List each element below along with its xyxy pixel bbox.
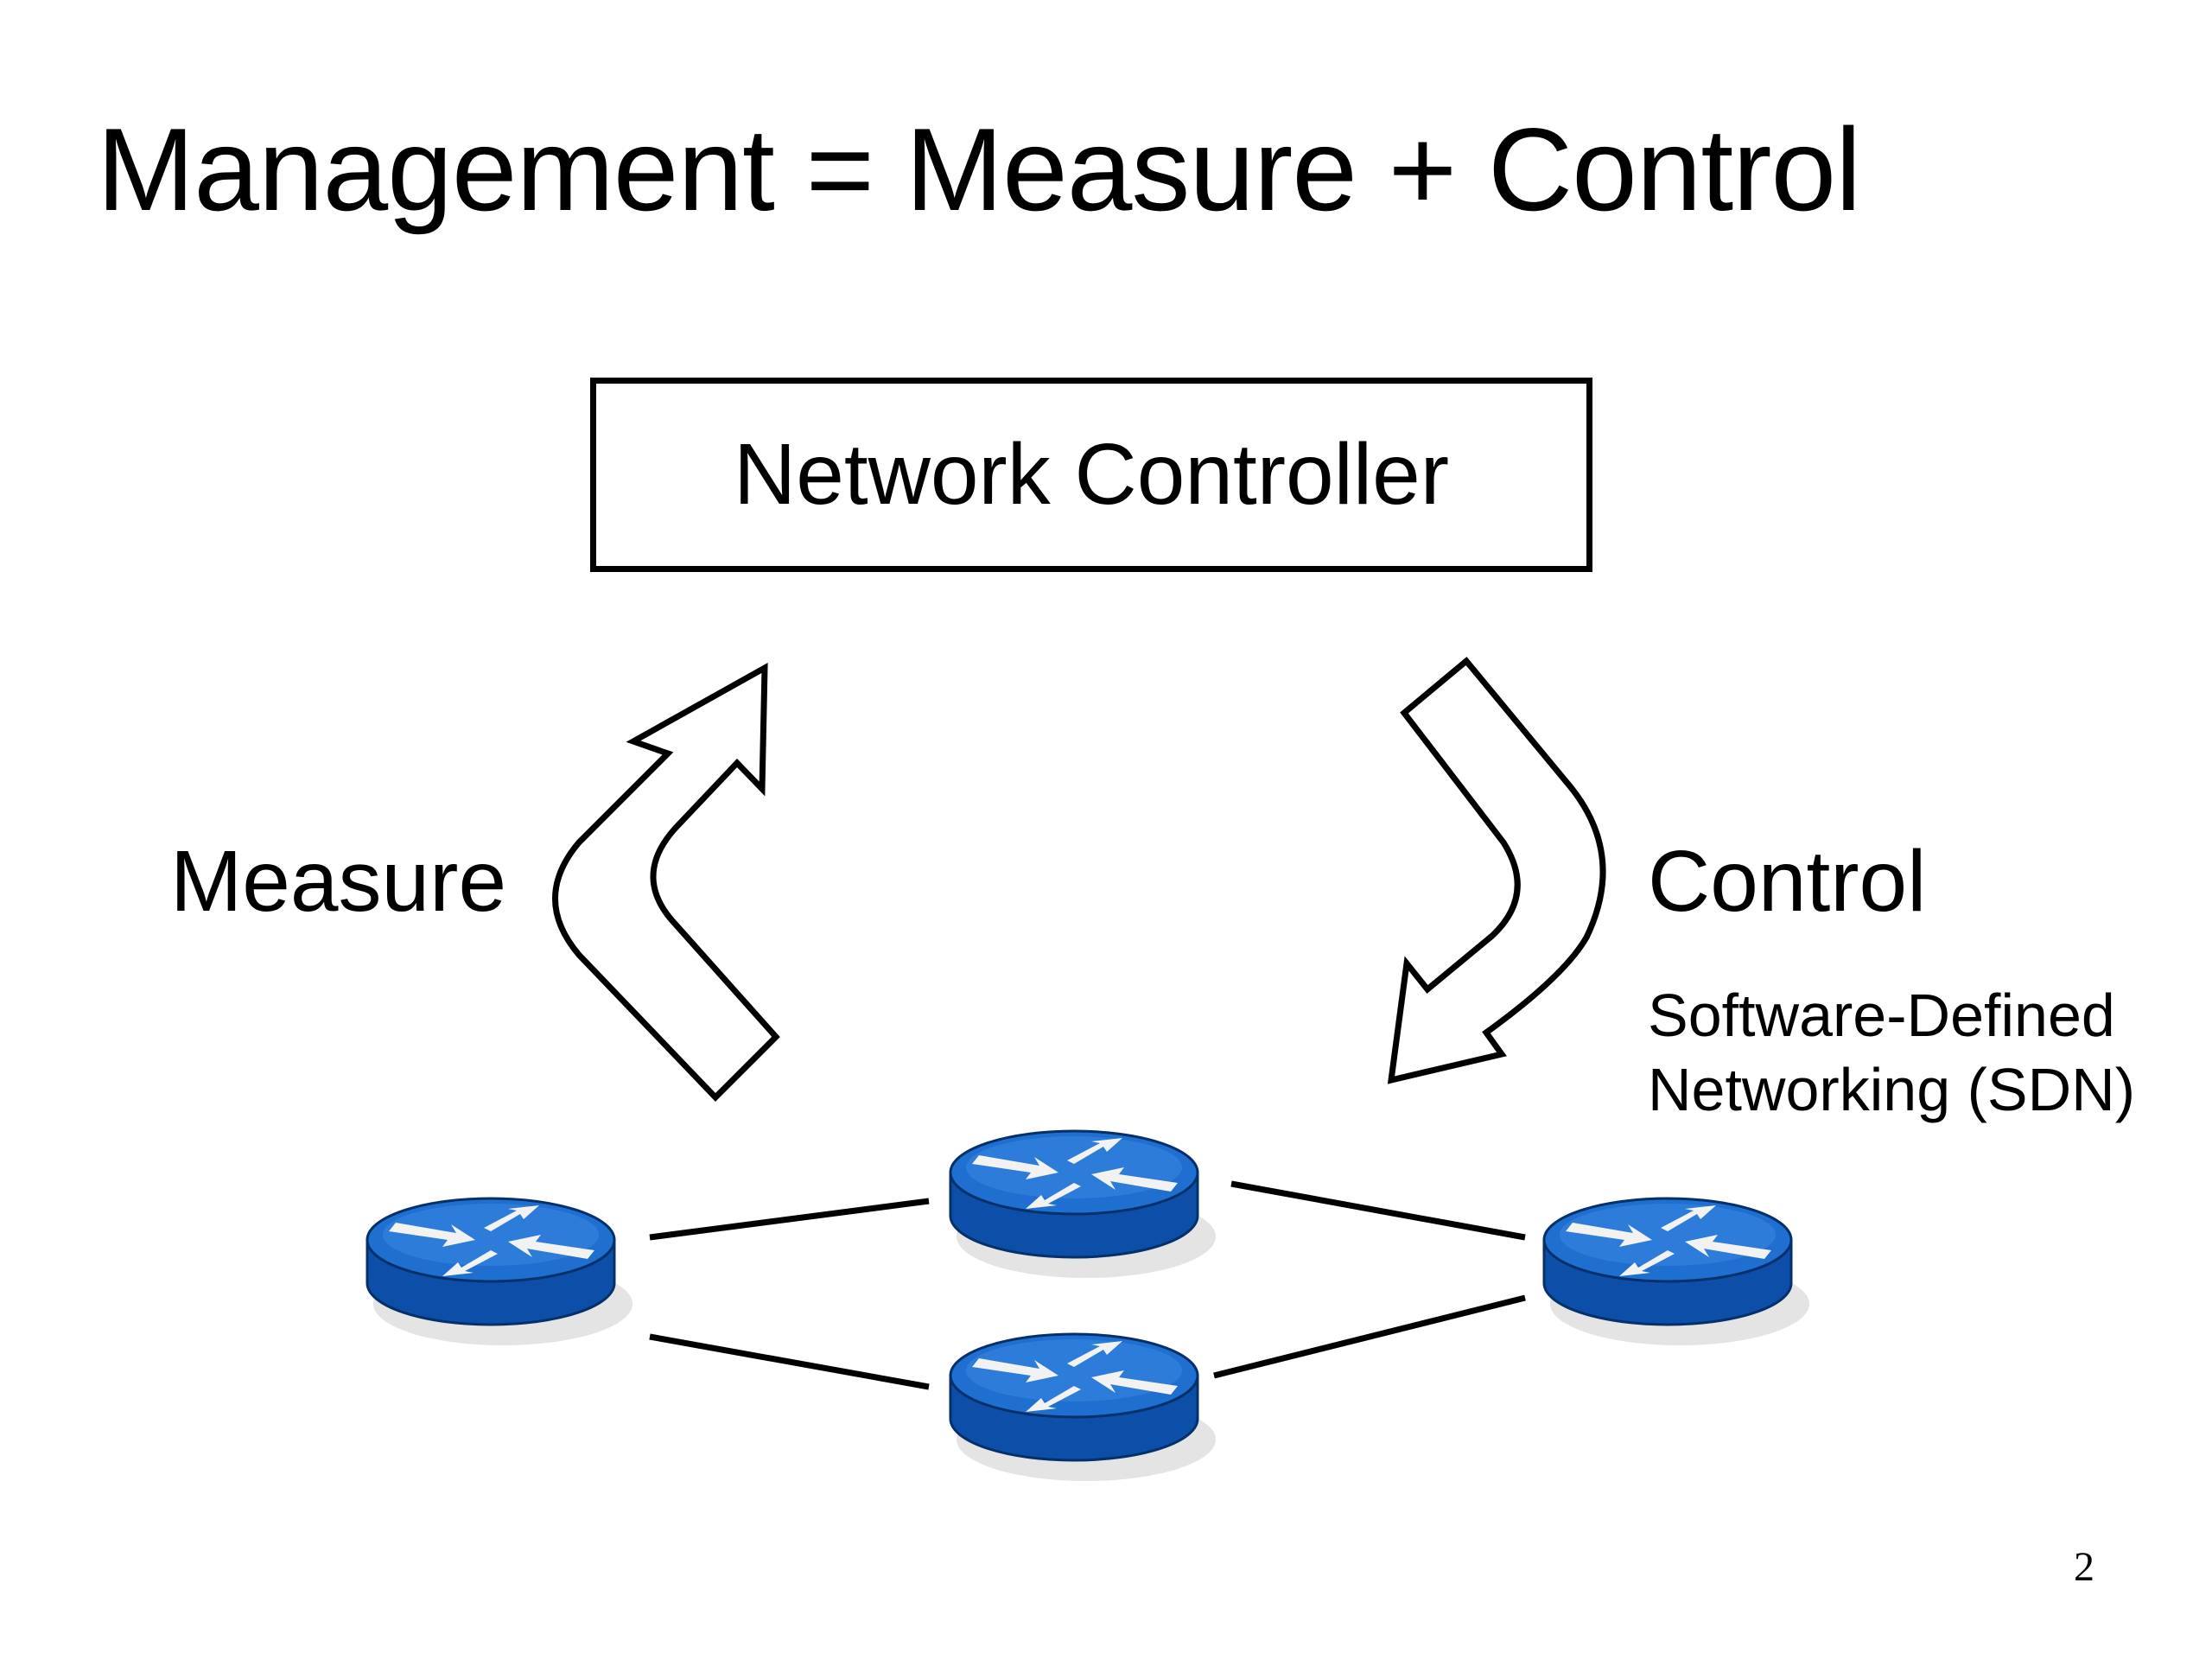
measure-arrow-icon	[552, 662, 780, 1103]
measure-label: Measure	[170, 833, 507, 930]
control-label: Control	[1648, 833, 1927, 930]
sdn-label: Software-Defined Networking (SDN)	[1648, 978, 2135, 1127]
network-controller-box: Network Controller	[590, 378, 1592, 572]
sdn-label-line2: Networking (SDN)	[1648, 1056, 2135, 1123]
router-icon	[365, 1197, 634, 1347]
link-bottommiddle-right	[1213, 1294, 1526, 1379]
slide-title: Management = Measure + Control	[97, 104, 1861, 235]
link-left-topmiddle	[649, 1198, 930, 1241]
control-arrow-icon	[1387, 657, 1606, 1084]
router-icon	[1542, 1197, 1811, 1347]
link-left-bottommiddle	[649, 1333, 930, 1390]
network-controller-label: Network Controller	[733, 426, 1450, 523]
link-topmiddle-right	[1230, 1180, 1526, 1241]
router-icon	[949, 1129, 1217, 1280]
page-number: 2	[2074, 1544, 2094, 1590]
sdn-label-line1: Software-Defined	[1648, 982, 2115, 1049]
router-icon	[949, 1332, 1217, 1483]
